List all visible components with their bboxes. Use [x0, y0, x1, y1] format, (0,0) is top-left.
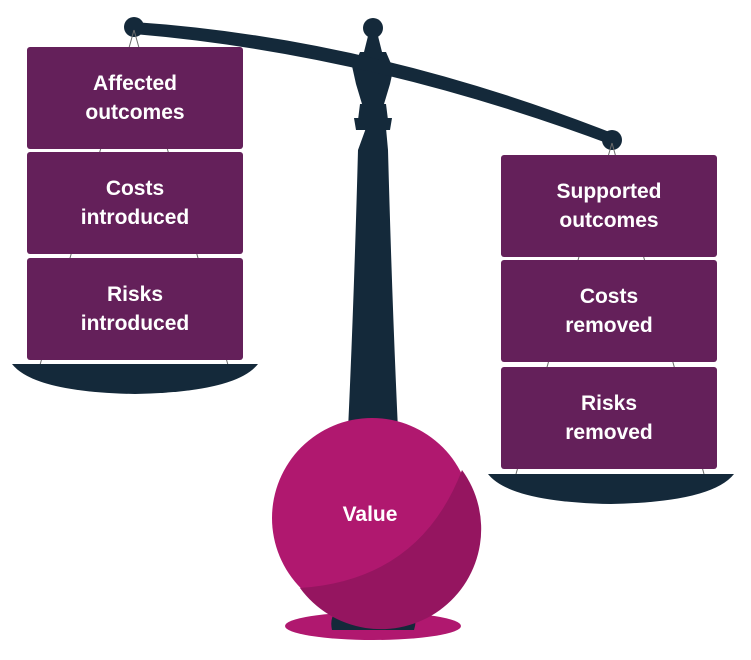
left-box-risks-introduced: Risks introduced: [27, 258, 243, 360]
right-box-costs-removed: Costs removed: [501, 260, 717, 362]
right-box-label: Costs removed: [565, 285, 653, 337]
right-box-risks-removed: Risks removed: [501, 367, 717, 469]
right-box-label: Supported outcomes: [556, 180, 662, 232]
beam-left-end: [124, 17, 144, 37]
left-box-costs-introduced: Costs introduced: [27, 152, 243, 254]
right-pan: [488, 474, 734, 504]
right-box-supported-outcomes: Supported outcomes: [501, 155, 717, 257]
counterweight-shadow: [300, 470, 482, 630]
left-pan: [12, 364, 258, 394]
left-box-label: Affected outcomes: [85, 72, 185, 124]
scale-finial: [352, 18, 394, 130]
counterweight-label: Value: [342, 503, 398, 526]
right-box-label: Risks removed: [565, 392, 653, 444]
scale-beam: [134, 22, 612, 145]
beam-right-end: [602, 130, 622, 150]
scale-pillar: [348, 128, 398, 430]
left-box-affected-outcomes: Affected outcomes: [27, 47, 243, 149]
left-box-label: Risks introduced: [80, 283, 190, 335]
left-box-label: Costs introduced: [80, 177, 190, 229]
